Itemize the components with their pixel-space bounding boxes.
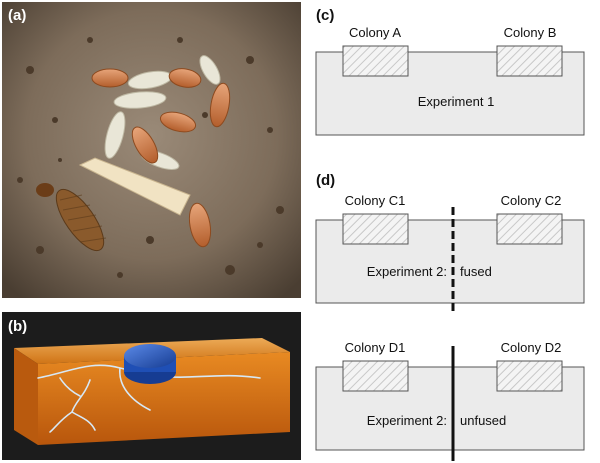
colony-b-label: Colony B — [504, 25, 557, 40]
panel-a-label: (a) — [8, 7, 26, 24]
hatched-colony-container — [496, 213, 563, 245]
hatched-colony-container — [496, 360, 563, 392]
wood-block-end — [14, 348, 38, 445]
panel-d-fused: (d) Colony C1 Colony C2 Experiment 2: fu… — [315, 172, 585, 311]
panel-c: (c) Colony A Colony B Experiment 1 — [315, 7, 585, 136]
termite-tunnels — [37, 364, 261, 433]
colony-c2-label: Colony C2 — [501, 193, 562, 208]
colony-d1-label: Colony D1 — [345, 340, 406, 355]
hatched-colony-container — [496, 45, 563, 77]
experiment-1-caption: Experiment 1 — [418, 94, 495, 109]
panel-a: (a) — [2, 2, 301, 298]
alate-termites — [91, 68, 231, 248]
soil-debris — [17, 37, 284, 278]
panel-d-label: (d) — [316, 172, 335, 189]
panel-b: (b) — [2, 312, 301, 460]
worker-termites — [104, 55, 221, 170]
experiment-2-fused-caption: Experiment 2: — [367, 264, 447, 279]
bait-disc — [124, 344, 176, 384]
fused-label: fused — [460, 264, 492, 279]
soldier-termite — [36, 183, 107, 252]
experiment-2-unfused-caption: Experiment 2: — [367, 413, 447, 428]
panel-c-label: (c) — [316, 7, 334, 24]
colony-d2-label: Colony D2 — [501, 340, 562, 355]
hatched-colony-container — [342, 360, 409, 392]
unfused-label: unfused — [460, 413, 506, 428]
wood-chip — [78, 157, 191, 216]
panel-d-unfused: Colony D1 Colony D2 Experiment 2: unfuse… — [315, 340, 585, 461]
hatched-colony-container — [342, 45, 409, 77]
colony-a-label: Colony A — [349, 25, 401, 40]
colony-c1-label: Colony C1 — [345, 193, 406, 208]
panel-b-label: (b) — [8, 318, 27, 335]
hatched-colony-container — [342, 213, 409, 245]
